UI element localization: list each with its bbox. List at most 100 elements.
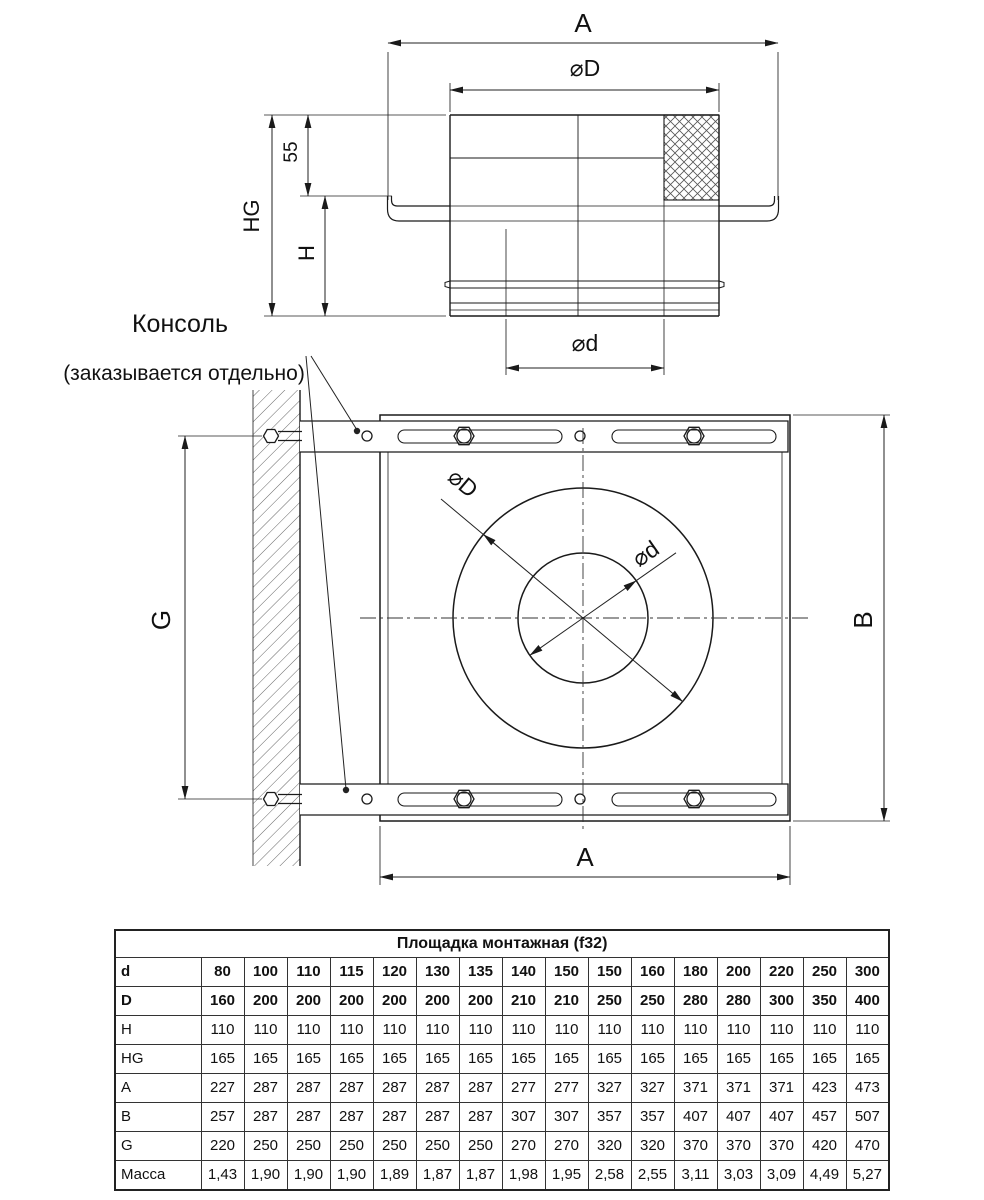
bottom-rail [262,783,789,816]
slot [397,429,563,444]
plan-view [252,390,808,866]
value-cell: 287 [243,1102,288,1132]
row-label: d [114,957,202,987]
wall-anchor-bolt [262,428,280,444]
console-label-line1: Консоль [132,310,228,338]
value-cell: 287 [458,1102,503,1132]
value-cell: 1,90 [286,1160,331,1191]
value-cell: 160 [200,986,245,1016]
value-cell: 400 [845,986,890,1016]
value-cell: 287 [415,1073,460,1103]
value-cell: 250 [243,1131,288,1161]
value-cell: 220 [759,957,804,987]
row-label: HG [114,1044,202,1074]
side-view-labels: A ⌀D HG 55 H ⌀d [239,8,600,356]
value-cell: 257 [200,1102,245,1132]
row-label: H [114,1015,202,1045]
value-cell: 320 [630,1131,675,1161]
hex-bolt [453,426,475,446]
row-label: A [114,1073,202,1103]
value-cell: 165 [716,1044,761,1074]
value-cell: 370 [673,1131,718,1161]
wall-anchor-bolt [262,791,280,807]
plan-view-dimensions [178,414,890,885]
value-cell: 287 [243,1073,288,1103]
value-cell: 165 [286,1044,331,1074]
value-cell: 165 [501,1044,546,1074]
dim-line-phiD-diag [440,498,683,702]
value-cell: 165 [845,1044,890,1074]
row-label: B [114,1102,202,1132]
value-cell: 200 [286,986,331,1016]
console-leader-lines [305,355,361,794]
value-cell: 287 [372,1073,417,1103]
value-cell: 370 [759,1131,804,1161]
value-cell: 250 [415,1131,460,1161]
dim-label-55: 55 [281,141,302,162]
value-cell: 110 [544,1015,589,1045]
dim-label-phid-side: ⌀d [572,330,599,356]
value-cell: 287 [372,1102,417,1132]
value-cell: 250 [587,986,632,1016]
value-cell: 110 [458,1015,503,1045]
value-cell: 407 [759,1102,804,1132]
row-label: D [114,986,202,1016]
value-cell: 287 [286,1102,331,1132]
value-cell: 165 [458,1044,503,1074]
value-cell: 180 [673,957,718,987]
hex-bolt [683,426,705,446]
value-cell: 1,87 [458,1160,503,1191]
value-cell: 250 [458,1131,503,1161]
dim-label-a-plan: A [576,842,594,872]
value-cell: 1,87 [415,1160,460,1191]
value-cell: 350 [802,986,847,1016]
value-cell: 1,98 [501,1160,546,1191]
value-cell: 287 [286,1073,331,1103]
value-cell: 423 [802,1073,847,1103]
value-cell: 5,27 [845,1160,890,1191]
value-cell: 1,95 [544,1160,589,1191]
value-cell: 165 [673,1044,718,1074]
value-cell: 165 [243,1044,288,1074]
value-cell: 371 [716,1073,761,1103]
dim-label-g: G [146,610,176,630]
dim-label-b: B [848,611,878,628]
value-cell: 135 [458,957,503,987]
leader-dot [342,786,350,794]
value-cell: 110 [286,957,331,987]
value-cell: 357 [587,1102,632,1132]
value-cell: 165 [544,1044,589,1074]
value-cell: 277 [501,1073,546,1103]
value-cell: 110 [501,1015,546,1045]
value-cell: 165 [329,1044,374,1074]
value-cell: 357 [630,1102,675,1132]
pilot-hole [361,793,373,805]
value-cell: 3,03 [716,1160,761,1191]
value-cell: 371 [759,1073,804,1103]
value-cell: 115 [329,957,374,987]
value-cell: 110 [802,1015,847,1045]
value-cell: 2,55 [630,1160,675,1191]
value-cell: 277 [544,1073,589,1103]
side-view [386,114,780,317]
value-cell: 200 [716,957,761,987]
pilot-hole [574,793,586,805]
value-cell: 200 [415,986,460,1016]
value-cell: 110 [200,1015,245,1045]
value-cell: 250 [802,957,847,987]
value-cell: 250 [630,986,675,1016]
value-cell: 407 [673,1102,718,1132]
table-title: Площадка монтажная (f32) [114,929,890,958]
value-cell: 1,90 [329,1160,374,1191]
value-cell: 287 [329,1073,374,1103]
value-cell: 3,11 [673,1160,718,1191]
value-cell: 150 [587,957,632,987]
value-cell: 160 [630,957,675,987]
value-cell: 2,58 [587,1160,632,1191]
table-title-row: Площадка монтажная (f32) [114,929,890,958]
